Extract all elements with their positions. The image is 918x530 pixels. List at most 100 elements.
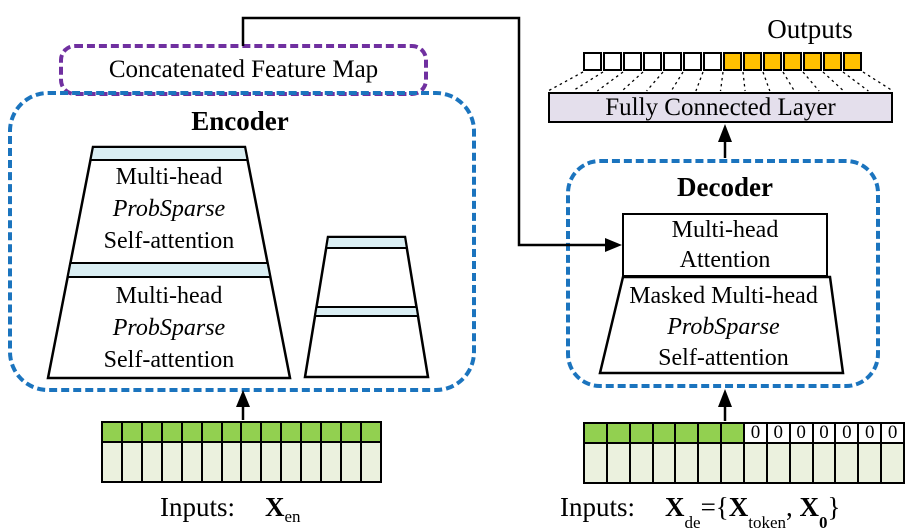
scalar-cell-green	[122, 423, 141, 443]
input-bar-column	[202, 423, 223, 481]
fully-connected-layer-label: Fully Connected Layer	[605, 94, 836, 121]
stamp-cell	[282, 443, 301, 481]
input-bar-column	[182, 423, 203, 481]
stamp-cell	[790, 444, 812, 482]
stamp-cell	[676, 444, 698, 482]
stamp-cell	[836, 444, 858, 482]
stamp-cell	[262, 443, 281, 481]
output-cell-filled	[723, 52, 742, 71]
decoder-masked-line2: ProbSparse	[667, 314, 780, 340]
encoder-input-symbol: X	[265, 492, 285, 522]
decoder-title: Decoder	[677, 172, 773, 202]
input-bar-column: 0	[836, 423, 860, 482]
formula-part: de	[684, 513, 701, 530]
scalar-cell-green	[142, 423, 161, 443]
decoder-masked-line3: Self-attention	[658, 345, 789, 371]
decoder-input-label-text: Inputs:	[560, 492, 636, 522]
scalar-cell-zero: 0	[836, 423, 858, 444]
stamp-cell	[630, 444, 652, 482]
formula-part: token	[748, 513, 787, 530]
scalar-cell-green	[342, 423, 360, 443]
encoder-stack1-text: Multi-head ProbSparse Self-attention	[59, 161, 279, 257]
input-bar-column: 0	[882, 423, 904, 482]
input-bar-column: 0	[790, 423, 814, 482]
stamp-cell	[142, 443, 161, 481]
output-cell-empty	[623, 52, 642, 71]
concatenated-feature-map-box: Concatenated Feature Map	[59, 44, 428, 96]
concatenated-feature-map-label: Concatenated Feature Map	[108, 56, 379, 83]
input-bar-column	[322, 423, 343, 481]
formula-part: X	[799, 492, 820, 522]
input-bar-column	[162, 423, 183, 481]
input-bar-column: 0	[813, 423, 837, 482]
outputs-row	[583, 52, 862, 71]
output-cell-filled	[763, 52, 782, 71]
scalar-cell-green	[676, 424, 698, 444]
scalar-cell-green	[262, 423, 281, 443]
scalar-cell-green	[222, 423, 241, 443]
stamp-cell	[122, 443, 141, 481]
input-bar-column	[722, 424, 746, 482]
output-cell-empty	[643, 52, 662, 71]
scalar-cell-green	[322, 423, 341, 443]
output-cell-filled	[823, 52, 842, 71]
output-cell-empty	[583, 52, 602, 71]
input-bar-column: 0	[745, 423, 768, 482]
encoder-small-divider-band	[313, 306, 420, 317]
scalar-cell-green	[585, 424, 606, 444]
encoder-input-label-text: Inputs:	[160, 492, 236, 522]
stamp-cell	[813, 444, 835, 482]
decoder-trapezoid	[598, 275, 845, 375]
input-bar-column	[585, 424, 608, 482]
output-cell-filled	[803, 52, 822, 71]
input-bar-column	[222, 423, 243, 481]
encoder-stack2-text: Multi-head ProbSparse Self-attention	[59, 280, 279, 376]
output-cell-filled	[783, 52, 802, 71]
decoder-attention-line2: Attention	[679, 247, 771, 273]
input-bar-column	[699, 424, 723, 482]
encoder-stack1-line3: Self-attention	[103, 228, 235, 254]
scalar-cell-green	[103, 423, 121, 443]
output-cell-filled	[843, 52, 862, 71]
stamp-cell	[699, 444, 721, 482]
output-cell-empty	[683, 52, 702, 71]
stamp-cell	[585, 444, 606, 482]
stamp-cell	[202, 443, 221, 481]
scalar-cell-green	[302, 423, 321, 443]
input-bar-column	[361, 423, 380, 481]
scalar-cell-green	[653, 424, 675, 444]
input-bar-column	[262, 423, 283, 481]
encoder-stack1-line2: ProbSparse	[112, 196, 226, 222]
formula-part: X	[665, 492, 685, 522]
stamp-cell	[607, 444, 629, 482]
stamp-cell	[322, 443, 341, 481]
scalar-cell-zero: 0	[767, 423, 789, 444]
decoder-masked-line1: Masked Multi-head	[629, 283, 818, 309]
input-bar-column	[607, 424, 631, 482]
scalar-cell-green	[162, 423, 181, 443]
stamp-cell	[361, 443, 380, 481]
scalar-cell-zero: 0	[813, 423, 835, 444]
scalar-cell-green	[202, 423, 221, 443]
formula-part: {	[715, 492, 729, 522]
stamp-cell	[162, 443, 181, 481]
input-bar-column	[302, 423, 323, 481]
input-bar-column	[342, 423, 362, 481]
encoder-input-bar	[101, 421, 382, 483]
scalar-cell-green	[242, 423, 261, 443]
scalar-cell-zero: 0	[790, 423, 812, 444]
formula-part: X	[728, 492, 749, 522]
scalar-cell-green	[722, 424, 744, 444]
input-bar-column	[630, 424, 654, 482]
scalar-cell-green	[699, 424, 721, 444]
stamp-cell	[242, 443, 261, 481]
formula-part: =	[700, 492, 716, 522]
stamp-cell	[103, 443, 121, 481]
input-bar-column	[676, 424, 700, 482]
decoder-masked-text: Masked Multi-head ProbSparse Self-attent…	[611, 281, 836, 374]
input-bar-column: 0	[859, 423, 883, 482]
output-cell-empty	[663, 52, 682, 71]
